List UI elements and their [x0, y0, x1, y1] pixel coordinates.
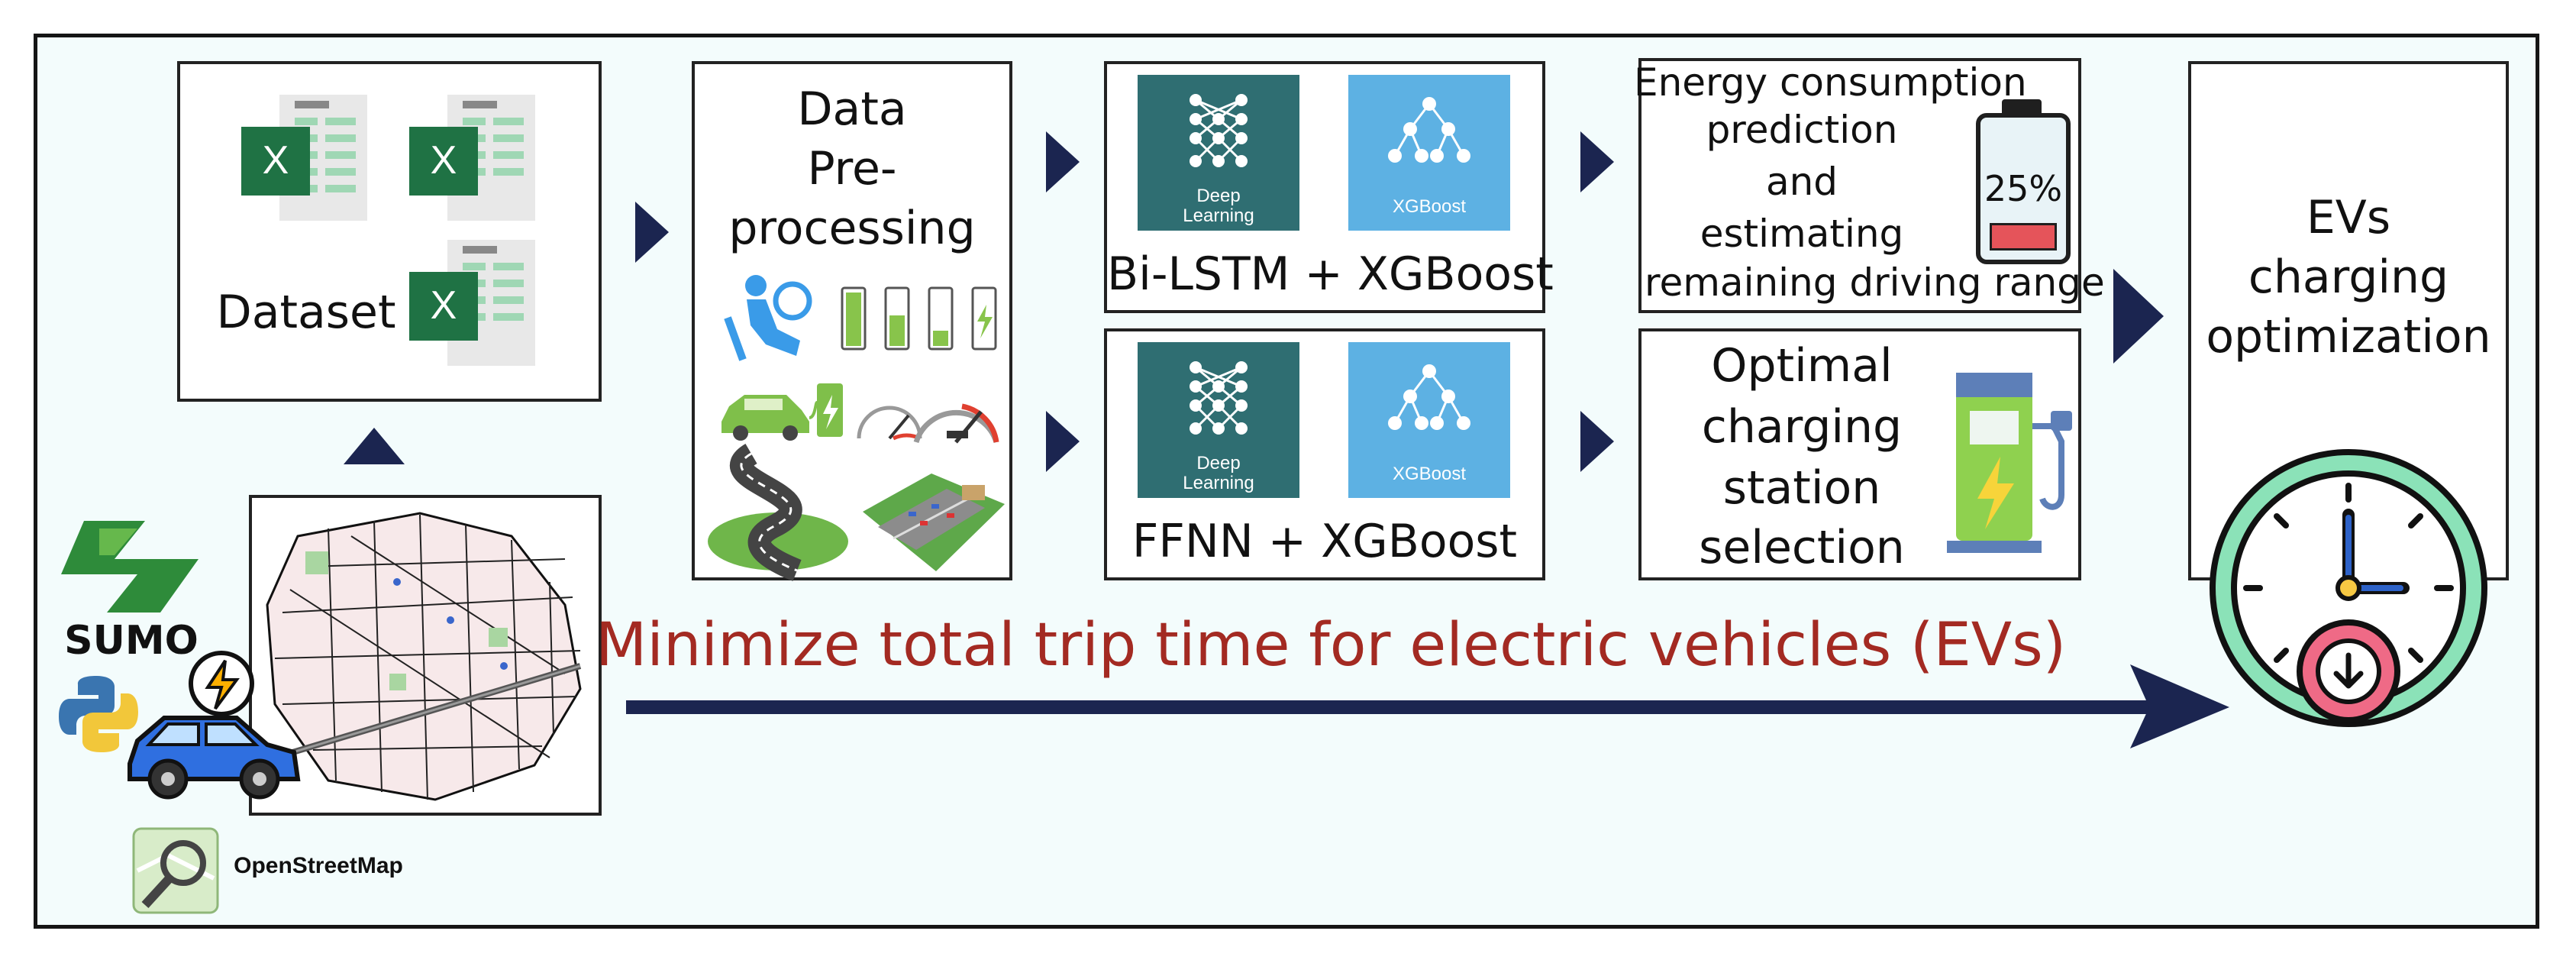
xgboost-label: XGBoost [1392, 464, 1467, 484]
charging-station-box: Optimal charging station selection [1638, 328, 2081, 580]
battery-level-label: 25% [1984, 168, 2063, 209]
excel-file-icon: X [409, 240, 535, 366]
right-arrow [1580, 411, 1614, 472]
openstreetmap-logo-icon [132, 827, 219, 914]
charging-station-icon [1947, 373, 2072, 553]
dataset-label: Dataset [216, 286, 396, 339]
neural-network-icon [1190, 94, 1248, 167]
winding-road-icon [708, 444, 848, 581]
energy-line-3: and [1765, 160, 1838, 204]
ffnn-xgboost-label: FFNN + XGBoost [1131, 515, 1518, 568]
openstreetmap-label: OpenStreetMap [234, 853, 403, 878]
charging-line-2: charging [1701, 400, 1903, 454]
right-arrow [635, 202, 669, 263]
clock-icon [2210, 449, 2487, 727]
deep-learning-tile: Deep Learning [1138, 342, 1299, 498]
ev-charging-car-icon [721, 383, 843, 441]
up-arrow [344, 428, 405, 464]
energy-prediction-box: Energy consumption prediction and estima… [1634, 58, 2105, 313]
preprocessing-box: Data Pre- processing [692, 61, 1012, 581]
decision-tree-icon [1388, 97, 1470, 163]
xgboost-label: XGBoost [1392, 196, 1467, 217]
speedometer-icon [857, 403, 999, 444]
dataset-box: X X X Dataset [177, 61, 602, 402]
preprocessing-title-line-2: Pre- [807, 142, 897, 196]
deep-learning-tile: Deep Learning [1138, 75, 1299, 231]
deep-learning-label-line-1: Deep [1196, 186, 1241, 206]
optimization-line-1: EVs [2306, 191, 2391, 244]
bilstm-xgboost-box: Deep Learning XGBoost Bi-LSTM + XGBoost [1104, 61, 1554, 313]
battery-levels-icon [841, 286, 997, 351]
bilstm-xgboost-label: Bi-LSTM + XGBoost [1107, 247, 1554, 301]
right-arrow [1046, 411, 1080, 472]
svg-text:X: X [431, 283, 457, 328]
battery-icon: 25% [1976, 99, 2071, 264]
preprocessing-title-line-1: Data [797, 82, 907, 136]
excel-file-icon: X [409, 95, 535, 221]
map-box [249, 495, 602, 816]
ffnn-xgboost-box: Deep Learning XGBoost FFNN + XGBoost [1104, 328, 1545, 580]
right-arrow [2113, 269, 2164, 364]
right-arrow [1046, 131, 1080, 192]
long-right-arrow [626, 664, 2229, 748]
deep-learning-label-line-1: Deep [1196, 453, 1241, 474]
city-road-map [266, 512, 582, 801]
energy-line-5: remaining driving range [1645, 260, 2105, 305]
preprocessing-title-line-3: processing [728, 202, 976, 255]
excel-file-icon: X [241, 95, 367, 221]
xgboost-tile: XGBoost [1348, 342, 1510, 498]
neural-network-icon [1190, 361, 1248, 435]
sumo-logo-icon [61, 521, 199, 613]
electric-car-icon [128, 651, 301, 800]
energy-line-1: Energy consumption [1634, 60, 2027, 105]
charging-line-3: station [1722, 461, 1881, 515]
traffic-intersection-icon [863, 474, 1005, 571]
right-arrow [1580, 131, 1614, 192]
battery-terminal [2002, 99, 2042, 115]
charging-line-4: selection [1699, 521, 1905, 574]
deep-learning-label-line-2: Learning [1183, 205, 1254, 226]
energy-line-2: prediction [1706, 108, 1898, 152]
decision-tree-icon [1388, 364, 1470, 430]
optimization-line-3: optimization [2206, 310, 2491, 364]
xgboost-tile: XGBoost [1348, 75, 1510, 231]
svg-text:X: X [263, 138, 289, 183]
optimization-box: EVs charging optimization [2188, 61, 2509, 580]
sumo-label: SUMO [64, 618, 199, 664]
driver-icon [724, 275, 812, 361]
charging-line-1: Optimal [1711, 339, 1893, 393]
optimization-line-2: charging [2248, 251, 2449, 304]
energy-line-4: estimating [1700, 212, 1904, 256]
battery-fill [1990, 223, 2057, 251]
deep-learning-label-line-2: Learning [1183, 473, 1254, 493]
python-logo-icon [59, 676, 138, 752]
svg-text:X: X [431, 138, 457, 183]
